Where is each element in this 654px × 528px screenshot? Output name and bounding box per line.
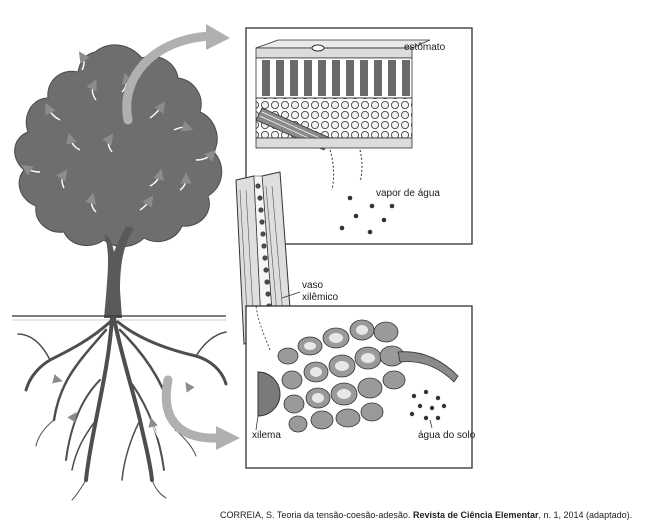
soil-water-label: água do solo bbox=[418, 430, 475, 441]
stoma bbox=[312, 45, 324, 51]
water-vapor-label: vapor de água bbox=[376, 188, 440, 199]
curved-arrow-from-root bbox=[166, 380, 220, 438]
tree-crown bbox=[15, 45, 222, 247]
figure-caption: CORREIA, S. Teoria da tensão-coesão-ades… bbox=[220, 510, 632, 520]
root-panel bbox=[246, 306, 472, 468]
xylem-vessel-label-line2: xilêmico bbox=[302, 292, 338, 303]
xylem-label: xilema bbox=[252, 430, 281, 441]
xylem-vessel-label-line1: vaso bbox=[302, 280, 323, 291]
caption-journal: Revista de Ciência Elementar bbox=[413, 510, 539, 520]
caption-details: , n. 1, 2014 (adaptado). bbox=[539, 510, 633, 520]
stoma-label: estômato bbox=[404, 42, 445, 53]
caption-author: CORREIA, S. Teoria da tensão-coesão-ades… bbox=[220, 510, 410, 520]
palisade-layer bbox=[256, 58, 412, 98]
tree-roots bbox=[18, 318, 226, 500]
